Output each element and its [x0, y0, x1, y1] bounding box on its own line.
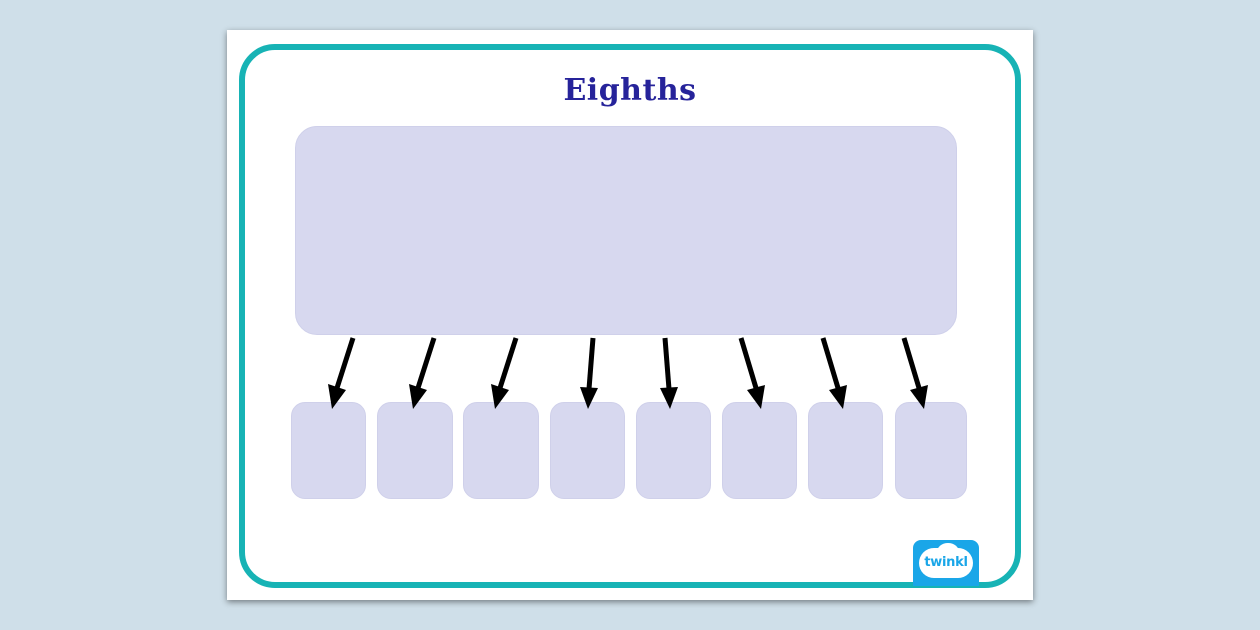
worksheet-border — [239, 44, 1021, 588]
eighth-part-box-3 — [463, 402, 539, 499]
worksheet-title: Eighths — [563, 73, 697, 108]
eighth-part-box-6 — [722, 402, 797, 499]
eighth-part-box-5 — [636, 402, 711, 499]
eighth-part-box-2 — [377, 402, 453, 499]
logo-cloud-bump — [937, 543, 959, 561]
eighth-part-box-7 — [808, 402, 883, 499]
eighth-part-box-4 — [550, 402, 625, 499]
eighth-part-box-1 — [291, 402, 366, 499]
twinkl-logo: twinkl — [913, 540, 979, 586]
whole-shape-box — [295, 126, 957, 335]
eighth-part-box-8 — [895, 402, 967, 499]
logo-text: twinkl — [924, 555, 968, 570]
